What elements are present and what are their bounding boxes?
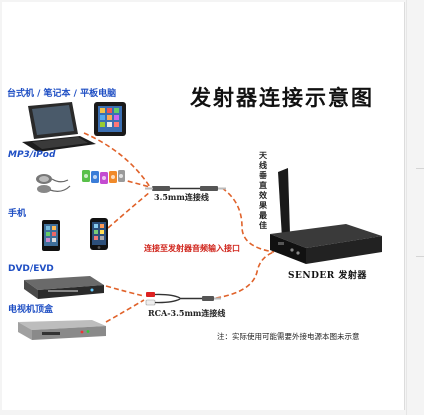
audio-input-label: 连接至发射器音频输入接口 [144,243,240,253]
power-note: 注：实际使用可能需要外接电源本图未示意 [217,332,360,341]
line-dvd [105,285,145,297]
side-tick-upper [416,168,424,169]
line-stb [105,299,145,323]
diagram-title: 发射器连接示意图 [190,85,374,110]
phone-label: 手机 [8,209,27,219]
rca-cable-label: RCA-3.5mm连接线 [148,308,226,318]
rca-cable-icon [145,292,221,306]
connection-lines [83,132,275,323]
laptop-icon [22,102,96,152]
smartphone-icon [90,218,108,250]
ipod-icon [82,170,125,184]
tablet-icon [94,102,126,136]
sender-label: SENDER 发射器 [288,271,367,281]
antenna-label: 天线垂直效果最佳 [259,150,267,230]
diagram-canvas: 台式机 / 笔记本 / 平板电脑 MP3/iPod 手机 DVD/EVD 电视机… [2,2,405,410]
mp3-player-icon [36,174,71,193]
dvd-label: DVD/EVD [8,264,54,274]
sender-device-icon [270,168,382,264]
mp3-label: MP3/iPod [8,150,56,160]
side-divider [406,0,407,415]
line-to-sender-top [221,187,275,253]
line-phone [107,191,151,229]
side-tick-lower [416,256,424,257]
minijack-cable-label: 3.5mm连接线 [154,192,209,202]
set-top-box-label: 电视机顶盒 [8,305,54,315]
diagram-graphics [18,102,382,340]
line-computer [83,132,151,188]
line-to-sender-bottom [215,251,275,299]
minijack-cable-icon [145,186,226,191]
dvd-player-icon [24,276,104,299]
phone-icon [42,220,60,251]
set-top-box-icon [18,320,106,340]
line-mp3 [119,178,151,188]
computers-label: 台式机 / 笔记本 / 平板电脑 [7,89,117,99]
